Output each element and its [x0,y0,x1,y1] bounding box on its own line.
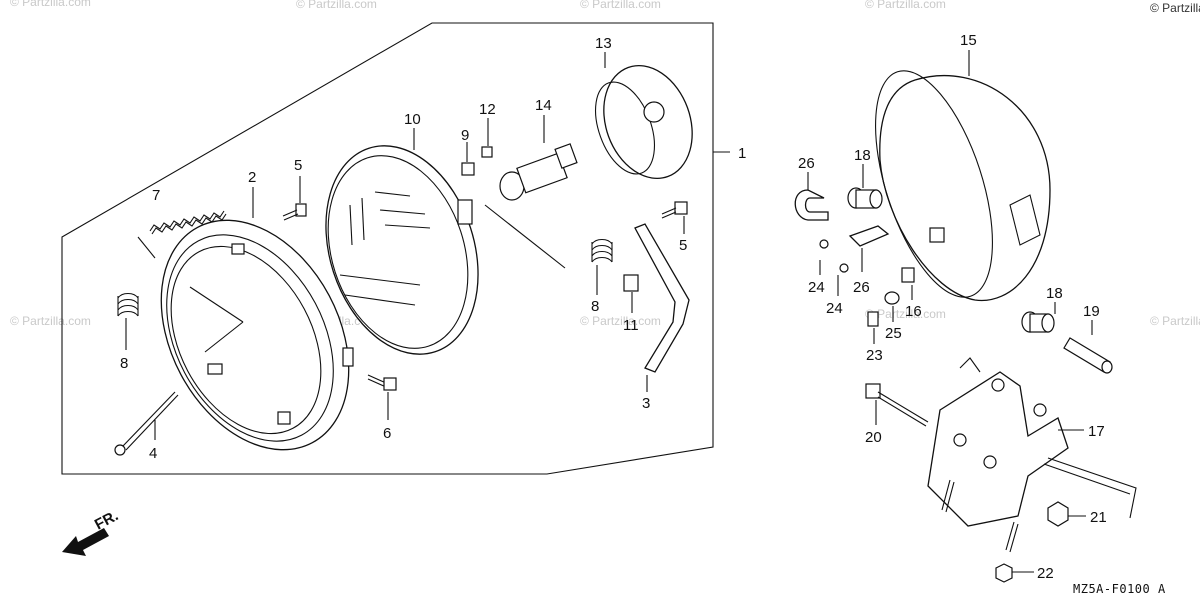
callout-12: 12 [479,101,496,118]
callout-1: 1 [738,145,746,162]
callout-24: 24 [808,279,825,296]
clip-part-12 [481,146,493,158]
stud [1005,521,1019,553]
headlight-case-part-15 [875,70,1051,302]
headlight-rim-part-2 [160,219,354,451]
nut-part-22 [995,563,1013,583]
callout-24: 24 [826,300,843,317]
nut-part-21 [1047,501,1069,527]
callout-6: 6 [383,425,391,442]
watermark: © Partzilla.com [10,314,91,328]
collar-part-19 [1063,337,1113,374]
callout-3: 3 [642,395,650,412]
screw-part-24 [819,239,829,249]
watermark: © Partzilla.com [580,0,661,11]
callout-7: 7 [152,187,160,204]
leader-line [137,236,156,259]
callout-5: 5 [294,157,302,174]
bracket-part-17 [927,357,1137,527]
screw-part-6 [367,374,397,391]
nut-part-11 [623,274,639,292]
callout-17: 17 [1088,423,1105,440]
callout-14: 14 [535,97,552,114]
watermark: © Partzilla.com [1150,1,1200,15]
leader-line [189,286,244,323]
callout-18: 18 [854,147,871,164]
screw-part-5 [661,201,688,219]
callout-16: 16 [905,303,922,320]
callout-22: 22 [1037,565,1054,582]
washer-part-25 [884,291,900,305]
clamp-part-26 [848,225,890,247]
watermark: © Partzilla.com [580,314,661,328]
grommet-part-18 [847,187,883,209]
bolt-part-20 [865,383,929,427]
callout-9: 9 [461,127,469,144]
callout-15: 15 [960,32,977,49]
callout-13: 13 [595,35,612,52]
assembly-outline [61,22,714,475]
watermark: © Partzilla.com [1150,314,1200,328]
callout-25: 25 [885,325,902,342]
screw-part-5 [282,203,307,221]
callout-8: 8 [591,298,599,315]
leader-line [484,204,566,269]
watermark: © Partzilla.com [296,0,377,11]
watermark: © Partzilla.com [865,0,946,11]
spring-part-7 [149,210,227,235]
clip-part-9 [461,162,475,176]
callout-4: 4 [149,445,157,462]
callout-20: 20 [865,429,882,446]
callout-19: 19 [1083,303,1100,320]
callout-21: 21 [1090,509,1107,526]
callout-8: 8 [120,355,128,372]
callout-5: 5 [679,237,687,254]
watermark: © Partzilla.com [10,0,91,9]
clamp-part-26 [794,189,829,221]
callout-26: 26 [798,155,815,172]
bulb-part-14 [499,143,578,201]
adjusting-screw-part-4 [114,391,179,456]
grommet-part-18 [1021,311,1055,333]
callout-2: 2 [248,169,256,186]
socket-cover-part-13 [595,64,693,180]
callout-11: 11 [623,317,639,334]
watermark: © Partzilla.com [865,307,946,321]
leader-line [204,321,244,353]
spring-part-8 [591,238,613,263]
callout-10: 10 [404,111,421,128]
front-direction-arrow-icon [62,528,109,556]
headlight-unit-part-10 [325,145,479,355]
spring-part-8 [117,292,139,317]
nut-part-16 [901,267,915,283]
screw-part-24 [839,263,849,273]
callout-23: 23 [866,347,883,364]
stay-part-3 [634,223,690,373]
bolt-part-23 [867,311,879,327]
callout-26: 26 [853,279,870,296]
callout-18: 18 [1046,285,1063,302]
direction-label: FR. [92,507,121,533]
stud [941,479,955,513]
diagram-code: MZ5A-F0100 A [1073,582,1166,596]
